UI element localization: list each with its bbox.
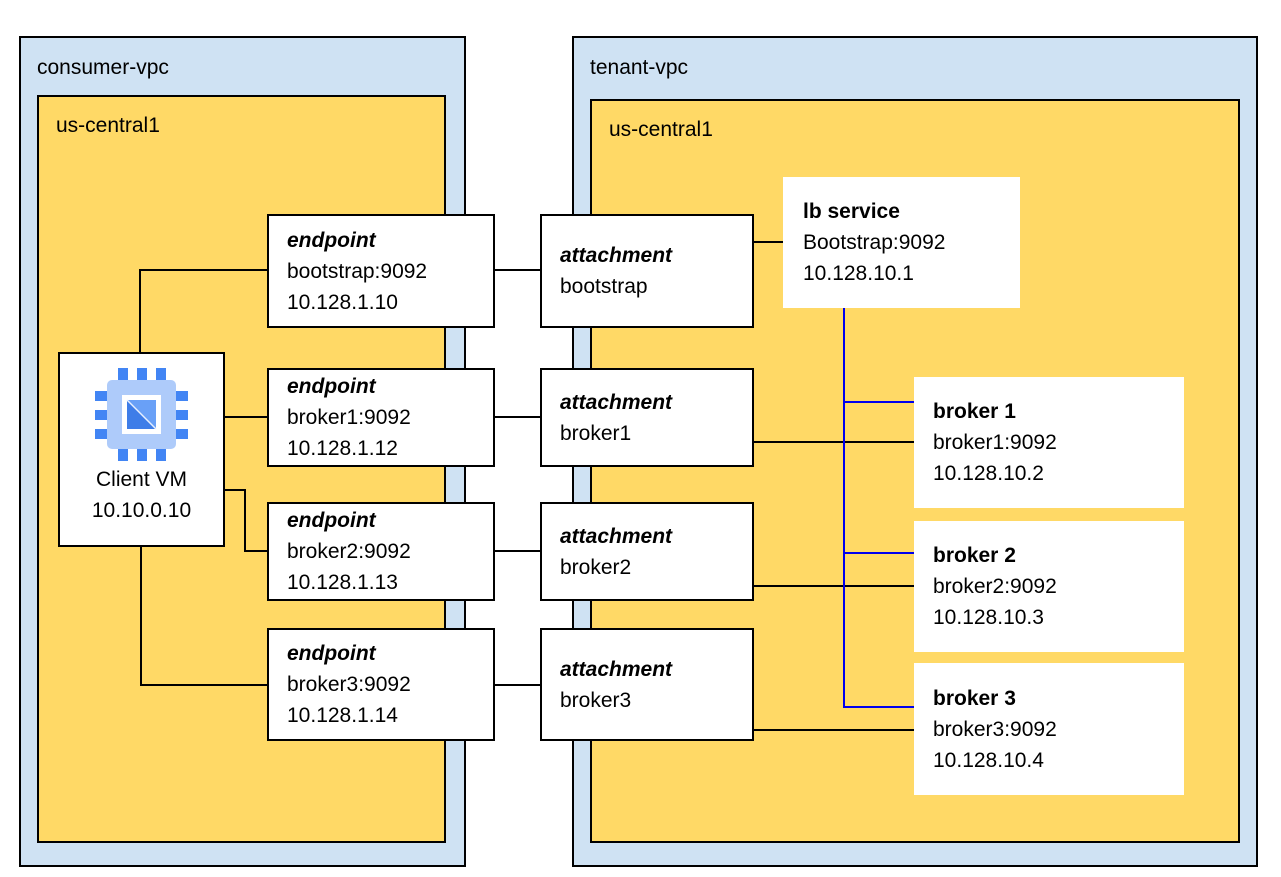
attachment-title: attachment [560, 524, 673, 548]
connector-vm-endpoint-bootstrap [139, 269, 267, 271]
connector-lb-broker1-blue [843, 401, 914, 403]
attachment-title: attachment [560, 657, 673, 681]
endpoint-title: endpoint [287, 509, 376, 532]
connector-vm-endpoint-broker3 [140, 684, 267, 686]
attachment-broker2-node: attachment broker2 [540, 502, 754, 601]
broker-address: broker2:9092 [933, 575, 1057, 598]
attachment-name-text: broker1 [560, 421, 632, 445]
tenant-vpc-label: tenant-vpc [590, 56, 689, 79]
consumer-vpc-label: consumer-vpc [37, 56, 169, 79]
attachment-name-text: broker3 [560, 688, 632, 712]
connector-endpoint-attachment-broker3 [495, 684, 540, 686]
endpoint-title: endpoint [287, 375, 376, 398]
broker-ip: 10.128.10.4 [933, 748, 1044, 772]
endpoint-address: bootstrap:9092 [287, 259, 428, 283]
connector-vm-endpoint-broker3-vertical [140, 545, 142, 686]
client-vm-node: Client VM 10.10.0.10 [58, 352, 225, 547]
lb-service-title: lb service [803, 200, 900, 223]
broker-title: broker 2 [933, 544, 1016, 567]
lb-service-node: lb service Bootstrap:9092 10.128.10.1 [783, 177, 1020, 308]
connector-vm-endpoint-broker2 [244, 550, 267, 552]
endpoint-address: broker3:9092 [287, 673, 411, 696]
endpoint-broker1-node: endpoint broker1:9092 10.128.1.12 [267, 368, 495, 467]
client-vm-name: Client VM [95, 468, 188, 491]
attachment-name-text: broker2 [560, 555, 632, 579]
connector-attachment-broker3 [754, 729, 914, 731]
attachment-title: attachment [560, 244, 673, 267]
connector-attachment-broker1 [754, 441, 914, 443]
broker-address: broker1:9092 [933, 431, 1057, 454]
connector-lb-broker3-blue [843, 706, 914, 708]
broker-ip: 10.128.10.3 [933, 606, 1044, 629]
broker1-node: broker 1 broker1:9092 10.128.10.2 [914, 377, 1184, 508]
broker2-node: broker 2 broker2:9092 10.128.10.3 [914, 521, 1184, 652]
connector-endpoint-attachment-bootstrap [495, 269, 540, 271]
broker-address: broker3:9092 [933, 717, 1057, 741]
connector-attachment-broker2 [754, 585, 914, 587]
endpoint-title: endpoint [287, 228, 376, 252]
attachment-bootstrap-node: attachment bootstrap [540, 214, 754, 328]
connector-vm-endpoint-bootstrap-vertical [139, 270, 141, 354]
client-vm-ip: 10.10.0.10 [91, 499, 192, 522]
attachment-name-text: bootstrap [560, 275, 648, 298]
consumer-region-label: us-central1 [56, 114, 160, 137]
endpoint-broker2-node: endpoint broker2:9092 10.128.1.13 [267, 502, 495, 601]
attachment-broker3-node: attachment broker3 [540, 628, 754, 741]
endpoint-broker3-node: endpoint broker3:9092 10.128.1.14 [267, 628, 495, 741]
connector-vm-endpoint-broker2-vertical [244, 489, 246, 552]
connector-endpoint-attachment-broker2 [495, 550, 540, 552]
broker-ip: 10.128.10.2 [933, 462, 1044, 485]
connector-lb-trunk-blue [843, 308, 845, 708]
endpoint-ip: 10.128.1.13 [287, 571, 398, 594]
lb-service-address: Bootstrap:9092 [803, 231, 946, 254]
broker-title: broker 3 [933, 686, 1016, 710]
connector-endpoint-attachment-broker1 [495, 416, 540, 418]
endpoint-address: broker2:9092 [287, 540, 411, 563]
broker-title: broker 1 [933, 400, 1016, 423]
endpoint-ip: 10.128.1.14 [287, 704, 398, 727]
endpoint-ip: 10.128.1.10 [287, 290, 398, 314]
tenant-region-label: us-central1 [609, 118, 713, 141]
lb-service-ip: 10.128.10.1 [803, 262, 914, 285]
connector-attachment-lb-service [754, 241, 783, 243]
endpoint-title: endpoint [287, 642, 376, 665]
endpoint-bootstrap-node: endpoint bootstrap:9092 10.128.1.10 [267, 214, 495, 328]
connector-vm-endpoint-broker2-out [225, 489, 246, 491]
compute-vm-chip-icon [95, 368, 188, 461]
broker3-node: broker 3 broker3:9092 10.128.10.4 [914, 663, 1184, 795]
attachment-broker1-node: attachment broker1 [540, 368, 754, 467]
endpoint-address: broker1:9092 [287, 406, 411, 429]
endpoint-ip: 10.128.1.12 [287, 437, 398, 460]
connector-lb-broker2-blue [843, 552, 914, 554]
attachment-title: attachment [560, 390, 673, 414]
connector-vm-endpoint-broker1 [225, 416, 267, 418]
